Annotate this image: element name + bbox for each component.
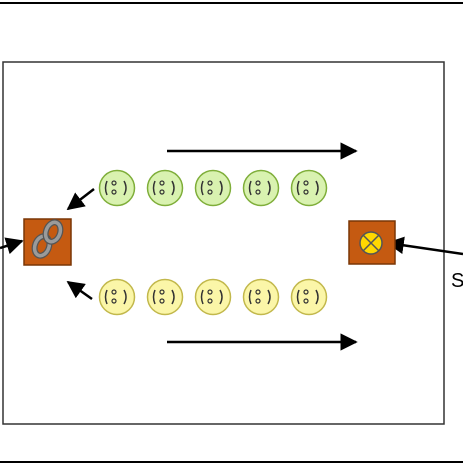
- smiley-face-icon: [146, 278, 184, 316]
- lamp-pointer-line: [386, 236, 463, 256]
- green-face-row: [98, 169, 328, 207]
- arena-border: [2, 61, 445, 425]
- smiley-face-icon: [194, 169, 232, 207]
- incoming-left-arrow: [0, 237, 24, 255]
- smiley-face-icon: [290, 169, 328, 207]
- right-box: [348, 220, 396, 265]
- left-box: [23, 218, 72, 266]
- smiley-face-icon: [98, 278, 136, 316]
- smiley-face-icon: [194, 278, 232, 316]
- diag-arrow-upper: [66, 188, 95, 211]
- diag-arrow-lower: [66, 280, 93, 301]
- yellow-face-row: [98, 278, 328, 316]
- chain-link-icon: [31, 219, 64, 259]
- smiley-face-icon: [242, 169, 280, 207]
- smiley-face-icon: [98, 169, 136, 207]
- cut-off-label: S: [451, 270, 463, 292]
- lamp-icon: [359, 231, 383, 255]
- smiley-face-icon: [146, 169, 184, 207]
- smiley-face-icon: [290, 278, 328, 316]
- smiley-face-icon: [242, 278, 280, 316]
